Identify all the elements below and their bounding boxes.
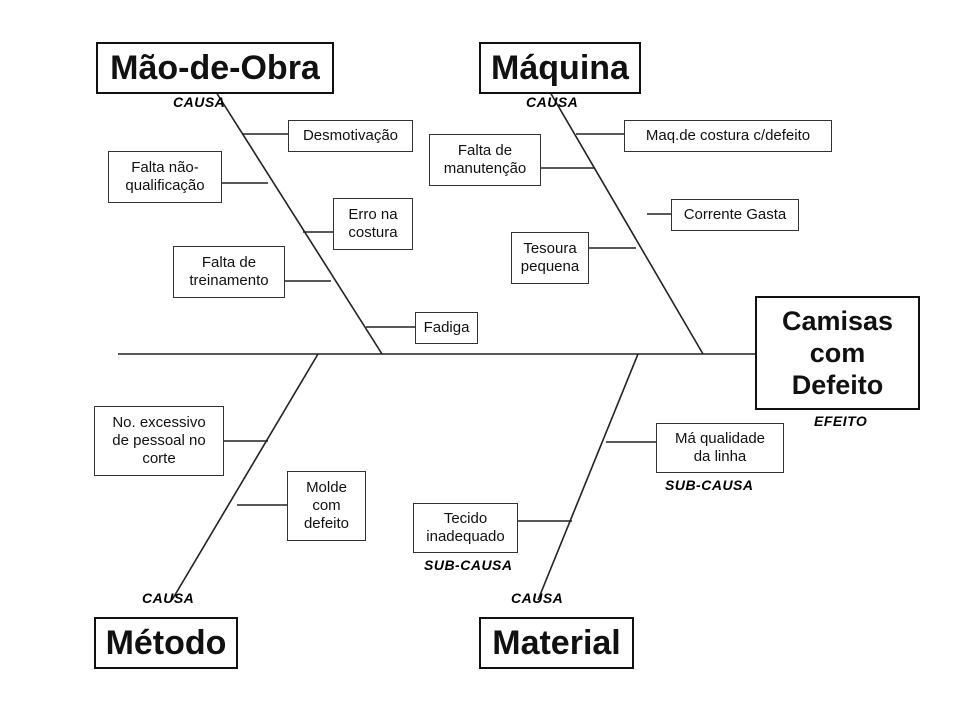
category-mao-de-obra-label: Mão-de-Obra <box>110 49 320 87</box>
cause-text: Falta não- qualificação <box>125 159 205 194</box>
cause-box: Fadiga <box>415 312 478 344</box>
cause-box: Falta não- qualificação <box>108 151 222 203</box>
cause-text: Má qualidade da linha <box>674 430 766 465</box>
bone-mao-de-obra <box>215 91 383 355</box>
bone-maquina <box>549 91 704 355</box>
category-mao-de-obra: Mão-de-Obra <box>96 42 334 94</box>
category-material-label: Material <box>492 624 621 662</box>
cause-box: Má qualidade da linha <box>656 423 784 473</box>
cause-box: Maq.de costura c/defeito <box>624 120 832 152</box>
cause-text: Tecido inadequado <box>426 510 505 545</box>
causa-label-maquina: CAUSA <box>526 94 579 110</box>
effect-box: Camisas com Defeito <box>755 296 920 410</box>
causa-label-material: CAUSA <box>511 590 564 606</box>
cause-text: Falta de treinamento <box>189 254 269 289</box>
bone-material <box>537 353 639 601</box>
causa-label-metodo: CAUSA <box>142 590 195 606</box>
cause-box: Falta de treinamento <box>173 246 285 298</box>
effect-label: EFEITO <box>814 413 868 429</box>
cause-text: Maq.de costura c/defeito <box>645 127 811 144</box>
sub-causa-label: SUB-CAUSA <box>424 557 513 573</box>
cause-text: Falta de manutenção <box>443 142 527 177</box>
effect-text: Camisas com Defeito <box>781 306 894 400</box>
cause-text: Corrente Gasta <box>683 206 787 223</box>
cause-box: Falta de manutenção <box>429 134 541 186</box>
cause-text: Desmotivação <box>302 127 399 144</box>
cause-box: Erro na costura <box>333 198 413 250</box>
category-maquina: Máquina <box>479 42 641 94</box>
cause-box: Molde com defeito <box>287 471 366 541</box>
cause-text: Tesoura pequena <box>520 240 580 275</box>
cause-text: No. excessivo de pessoal no corte <box>112 414 206 467</box>
category-maquina-label: Máquina <box>491 49 629 87</box>
cause-box: Corrente Gasta <box>671 199 799 231</box>
cause-text: Molde com defeito <box>303 479 350 532</box>
cause-box: Tesoura pequena <box>511 232 589 284</box>
cause-text: Erro na costura <box>348 206 398 241</box>
causa-label-mao-de-obra: CAUSA <box>173 94 226 110</box>
cause-text: Fadiga <box>423 319 470 336</box>
sub-causa-label: SUB-CAUSA <box>665 477 754 493</box>
category-material: Material <box>479 617 634 669</box>
category-metodo-label: Método <box>105 624 227 662</box>
cause-box: No. excessivo de pessoal no corte <box>94 406 224 476</box>
cause-box: Desmotivação <box>288 120 413 152</box>
category-metodo: Método <box>94 617 238 669</box>
bone-metodo <box>171 353 319 601</box>
cause-box: Tecido inadequado <box>413 503 518 553</box>
